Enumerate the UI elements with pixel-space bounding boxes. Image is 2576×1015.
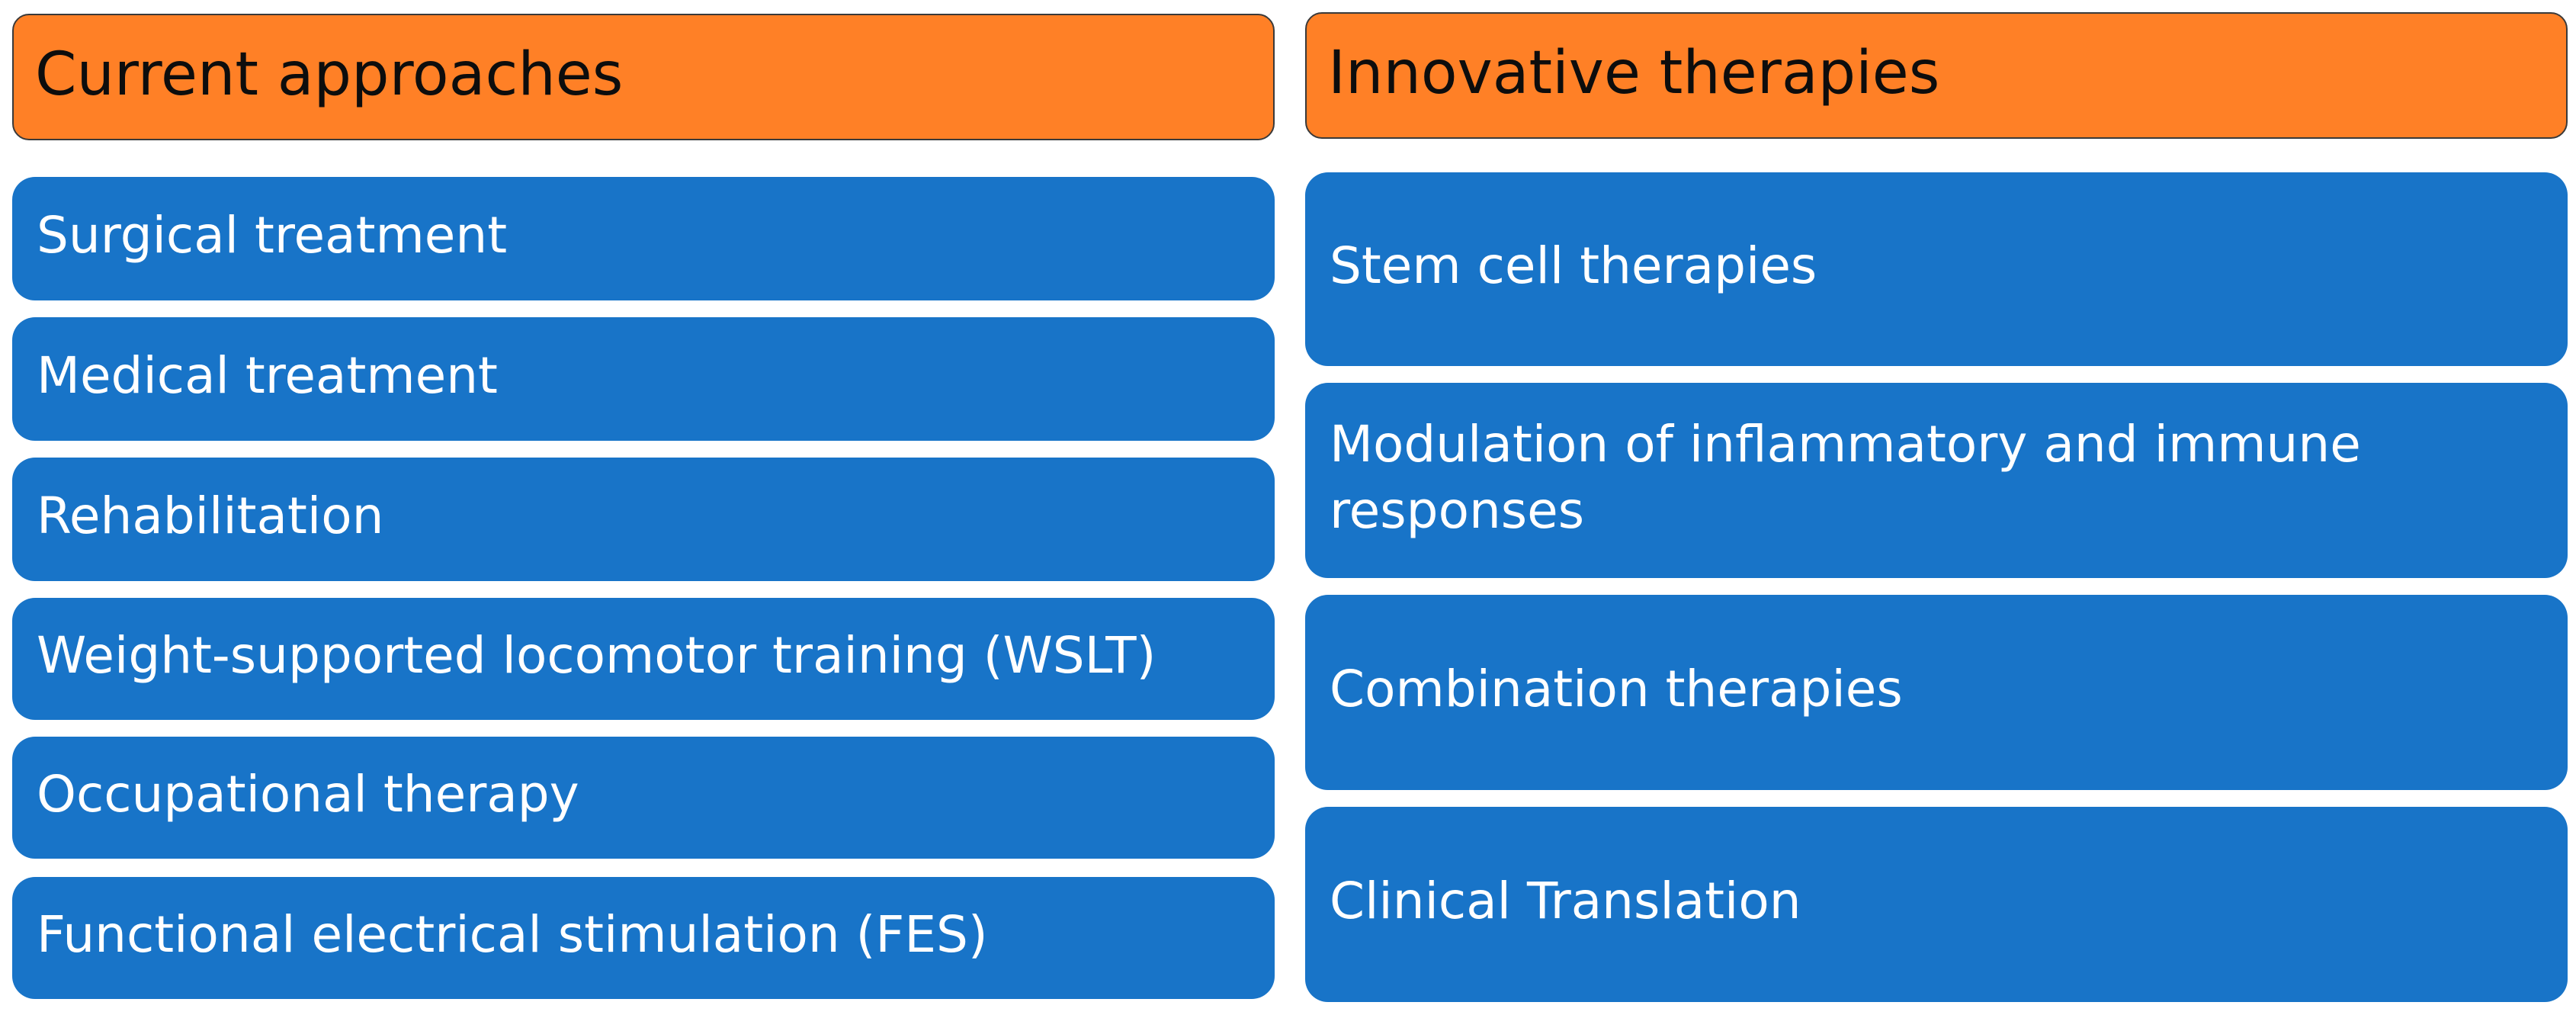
therapy-item-combination: Combination therapies xyxy=(1305,595,2568,790)
current-approaches-header: Current approaches xyxy=(12,14,1275,140)
approach-item-medical-treatment: Medical treatment xyxy=(12,317,1275,441)
innovative-therapies-header: Innovative therapies xyxy=(1305,12,2568,139)
therapy-item-label: Clinical Translation xyxy=(1330,872,1801,931)
approach-item-wslt: Weight-supported locomotor training (WSL… xyxy=(12,598,1275,720)
therapy-item-clinical-translation: Clinical Translation xyxy=(1305,807,2568,1002)
therapy-item-label: Stem cell therapies xyxy=(1330,236,1817,296)
approach-item-label: Rehabilitation xyxy=(37,487,384,546)
approach-item-label: Functional electrical stimulation (FES) xyxy=(37,905,988,965)
therapy-item-immune-modulation: Modulation of inflammatory and immune re… xyxy=(1305,383,2568,578)
therapy-item-stem-cell: Stem cell therapies xyxy=(1305,172,2568,366)
approach-item-surgical-treatment: Surgical treatment xyxy=(12,177,1275,300)
approach-item-label: Occupational therapy xyxy=(37,765,579,824)
innovative-therapies-header-label: Innovative therapies xyxy=(1328,39,1940,108)
approach-item-label: Weight-supported locomotor training (WSL… xyxy=(37,626,1156,686)
therapy-item-label: Combination therapies xyxy=(1330,660,1903,719)
therapy-item-label: Modulation of inflammatory and immune re… xyxy=(1330,414,2361,540)
approach-item-rehabilitation: Rehabilitation xyxy=(12,458,1275,581)
approach-item-occupational-therapy: Occupational therapy xyxy=(12,737,1275,859)
approach-item-label: Surgical treatment xyxy=(37,206,508,265)
current-approaches-header-label: Current approaches xyxy=(35,40,624,109)
approach-item-label: Medical treatment xyxy=(37,346,498,406)
approach-item-fes: Functional electrical stimulation (FES) xyxy=(12,877,1275,999)
